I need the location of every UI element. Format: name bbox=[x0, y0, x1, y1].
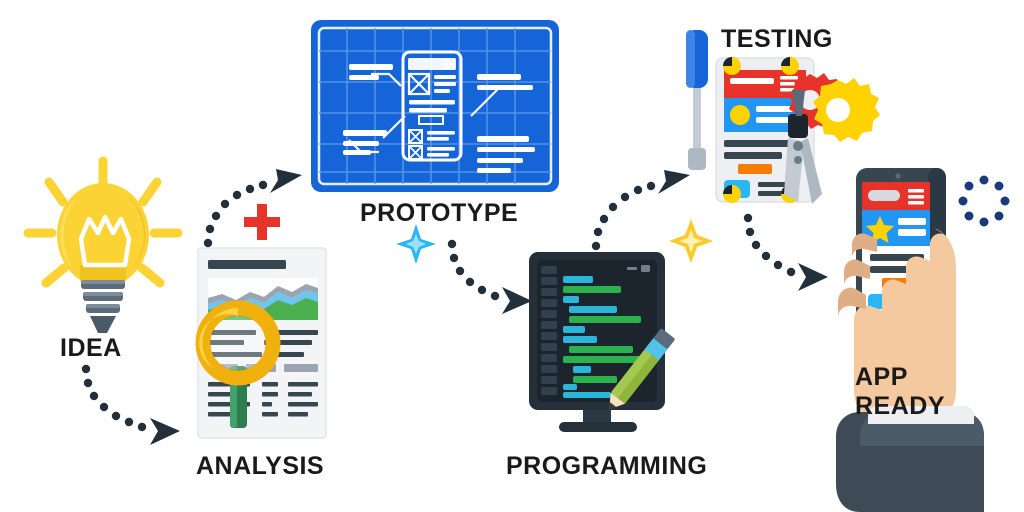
label-programming: PROGRAMMING bbox=[506, 452, 708, 480]
code-monitor-icon bbox=[529, 252, 675, 432]
step-programming bbox=[515, 252, 685, 448]
blueprint-wireframe-icon bbox=[311, 20, 559, 192]
label-app-ready-line1: APP bbox=[855, 363, 908, 391]
step-prototype bbox=[311, 20, 559, 192]
yellow-sparkle-decoration bbox=[669, 219, 713, 263]
connector-idea-to-analysis bbox=[81, 364, 180, 445]
blue-sparkle-decoration bbox=[396, 224, 436, 264]
label-app-ready: APP READY bbox=[855, 363, 945, 421]
connector-analysis-to-prototype bbox=[203, 169, 302, 248]
step-idea bbox=[18, 155, 188, 345]
tools-clipboard-icon bbox=[686, 30, 880, 204]
step-appready bbox=[832, 168, 1024, 512]
step-analysis bbox=[192, 247, 332, 446]
step-testing bbox=[676, 28, 880, 210]
connector-programming-to-testing bbox=[591, 170, 690, 251]
label-analysis: ANALYSIS bbox=[196, 452, 325, 480]
document-magnifier-icon bbox=[195, 247, 327, 439]
connector-testing-to-appready bbox=[743, 213, 828, 291]
red-cross-decoration bbox=[244, 204, 280, 240]
connector-prototype-to-programming bbox=[447, 239, 532, 314]
label-idea: IDEA bbox=[60, 334, 122, 362]
label-testing: TESTING bbox=[721, 25, 833, 53]
hand-phone-icon bbox=[836, 168, 1010, 512]
lightbulb-icon bbox=[23, 156, 183, 333]
label-app-ready-line2: READY bbox=[855, 392, 946, 420]
label-prototype: PROTOTYPE bbox=[360, 199, 519, 227]
